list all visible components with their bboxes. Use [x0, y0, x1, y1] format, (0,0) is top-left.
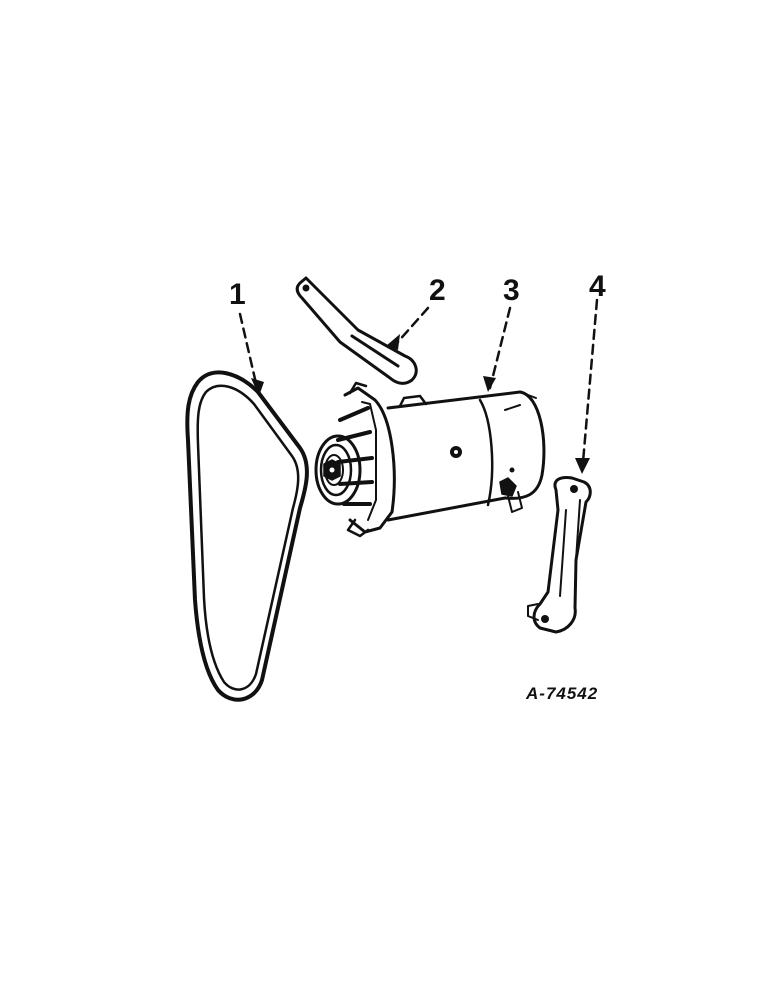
- callout-2: 2: [429, 274, 446, 307]
- leader-line-1: [238, 312, 260, 394]
- arrowhead-4: [575, 458, 590, 474]
- v-belt-drawing: [185, 370, 309, 702]
- leader-arrowheads: [251, 334, 590, 474]
- mounting-bracket-drawing: [527, 476, 592, 634]
- leader-lines: [238, 298, 599, 464]
- leader-line-3: [488, 306, 512, 390]
- arrowhead-2: [386, 334, 400, 350]
- callout-4: 4: [589, 270, 606, 303]
- callout-3: 3: [503, 274, 520, 307]
- callout-1: 1: [229, 278, 246, 311]
- arrowhead-3: [483, 376, 496, 392]
- adjusting-strap-drawing: [295, 276, 418, 385]
- leader-line-4: [581, 298, 599, 464]
- arrowhead-1: [251, 378, 264, 396]
- leader-line-2: [394, 306, 430, 346]
- generator-drawing: [314, 381, 546, 538]
- figure-id: A-74542: [526, 684, 599, 703]
